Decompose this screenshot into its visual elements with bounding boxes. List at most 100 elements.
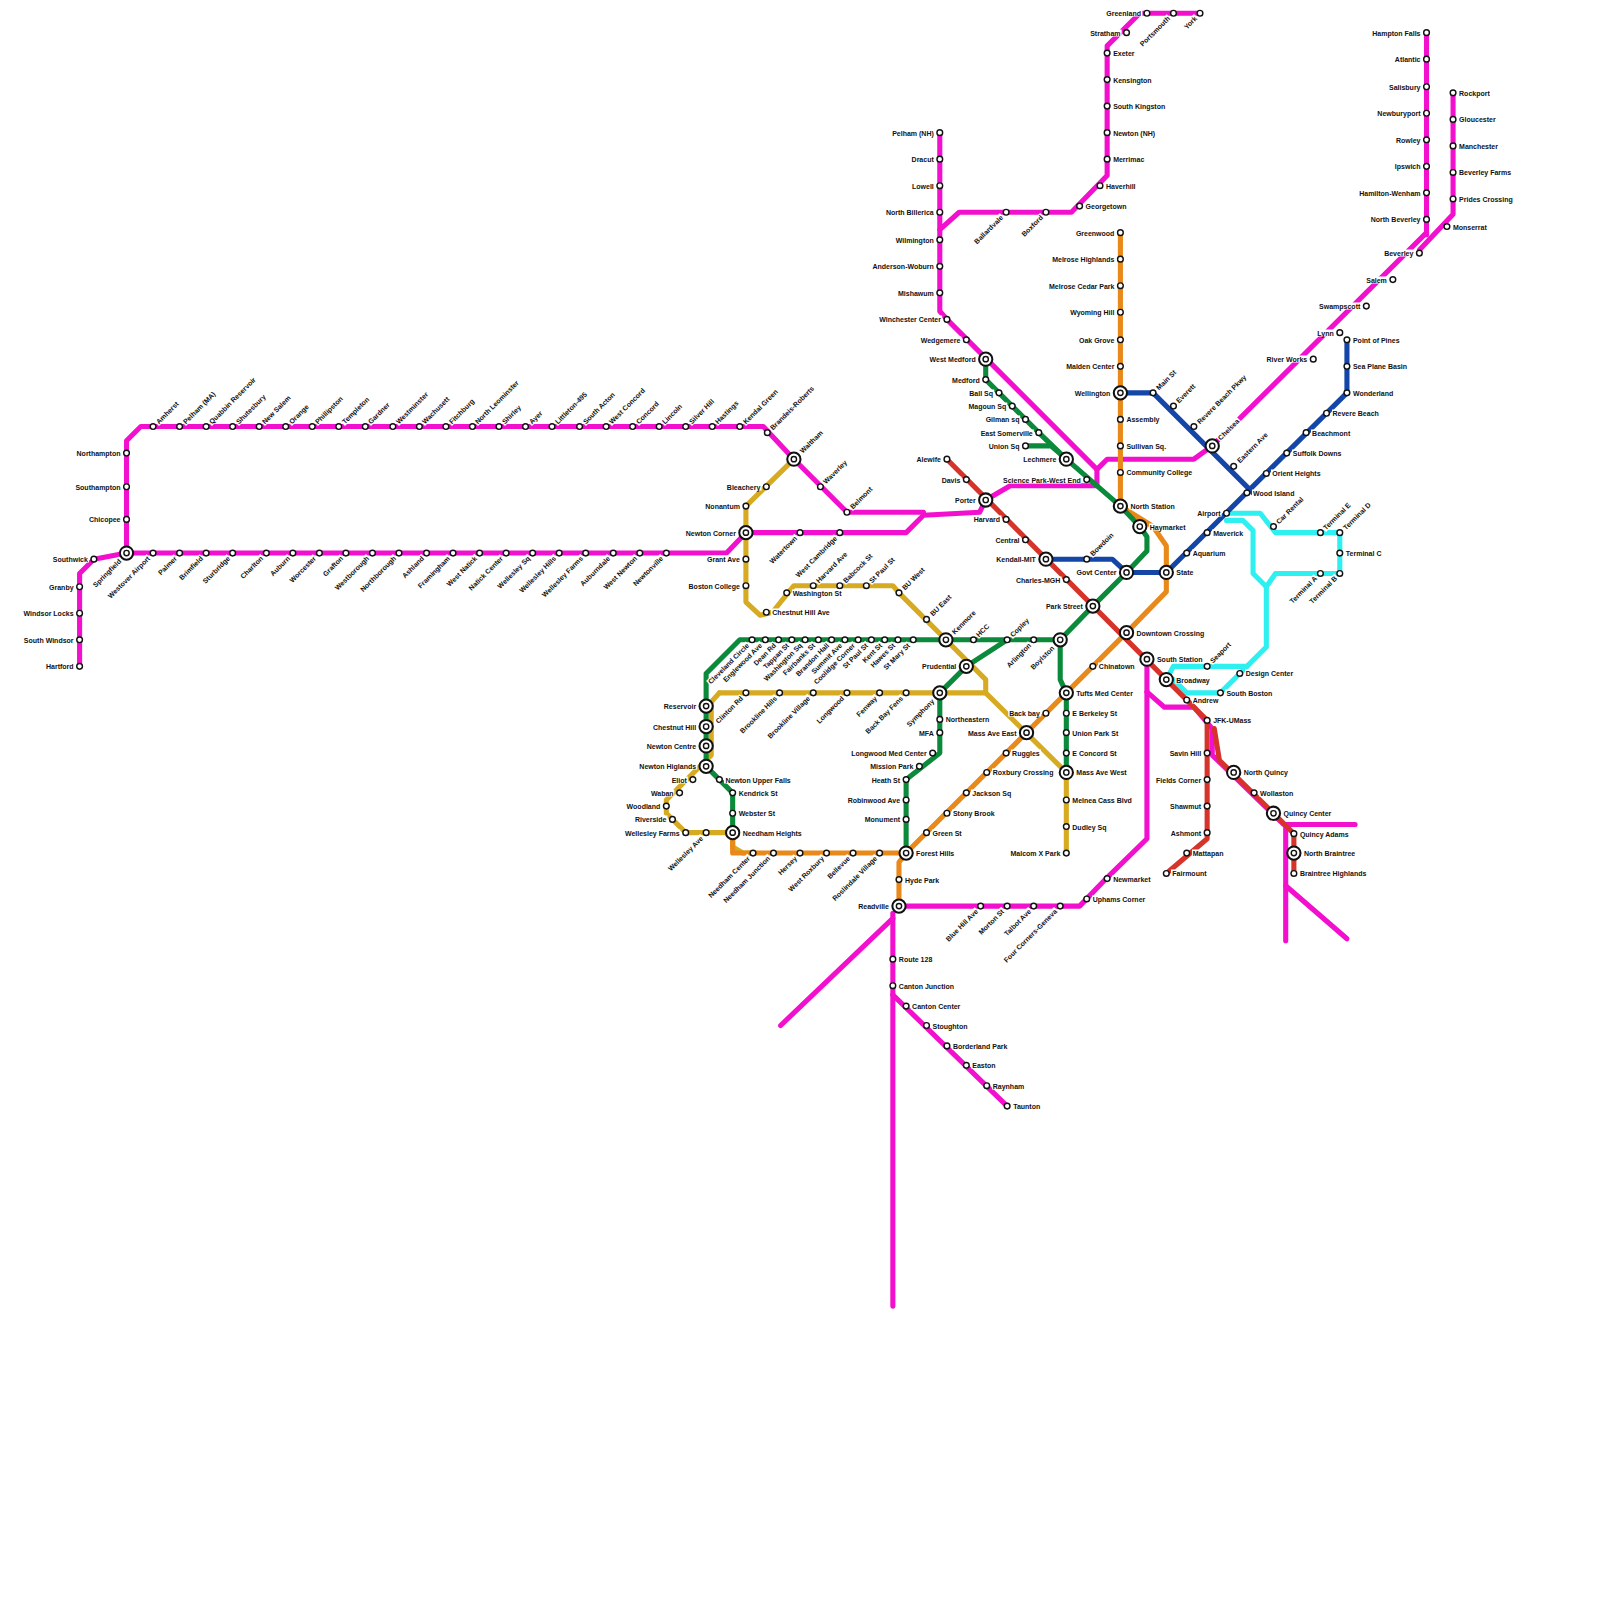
rail-line xyxy=(906,640,1007,853)
station-marker xyxy=(797,530,803,536)
station-marker xyxy=(1118,230,1124,236)
station-marker xyxy=(937,290,943,296)
station-label: Ruggles xyxy=(1011,750,1041,757)
station-marker xyxy=(556,550,562,556)
station-marker xyxy=(1084,477,1090,483)
station-label: Stratham xyxy=(1089,29,1121,36)
station-marker xyxy=(1197,10,1203,16)
station-label: Revere Beach xyxy=(1332,410,1380,417)
station-label: Raynham xyxy=(992,1082,1026,1089)
station-label: Chestnut Hill Ave xyxy=(771,609,830,616)
station-label: Charlton xyxy=(239,554,266,581)
station-label: Fairmount xyxy=(1171,870,1207,877)
station-marker xyxy=(903,797,909,803)
station-label: Boxford xyxy=(1020,213,1045,238)
hub-marker xyxy=(120,546,133,559)
station-label: Maverick xyxy=(1212,529,1244,536)
station-marker xyxy=(1424,84,1430,90)
station-label: Wellesley Farms xyxy=(624,829,681,836)
station-label: Ashmont xyxy=(1170,829,1202,836)
station-label: Suffolk Downs xyxy=(1292,450,1343,457)
station-label: Tufts Med Center xyxy=(1075,689,1134,696)
station-label: Lynn xyxy=(1316,329,1334,336)
hub-marker-inner xyxy=(937,690,942,695)
hub-marker xyxy=(892,899,905,912)
station-marker xyxy=(1450,90,1456,96)
station-label: Jackson Sq xyxy=(971,789,1012,796)
station-marker xyxy=(944,317,950,323)
station-marker xyxy=(1043,710,1049,716)
station-marker xyxy=(1204,718,1210,724)
station-marker xyxy=(890,983,896,989)
station-marker xyxy=(984,1083,990,1089)
station-marker xyxy=(937,717,943,723)
station-marker xyxy=(743,556,749,562)
station-label: Wedgemere xyxy=(920,336,962,343)
station-marker xyxy=(1450,143,1456,149)
station-label: Park Street xyxy=(1045,603,1084,610)
station-label: Quabbin Reservoir xyxy=(207,375,258,426)
station-marker xyxy=(810,583,816,589)
station-label: Boston College xyxy=(688,582,741,589)
station-label: Quincy Adams xyxy=(1299,830,1350,837)
hub-marker-inner xyxy=(1058,637,1063,642)
hub-marker-inner xyxy=(1231,770,1236,775)
station-marker xyxy=(797,850,803,856)
station-marker xyxy=(743,503,749,509)
station-label: Anderson-Woburn xyxy=(871,263,934,270)
hub-marker-inner xyxy=(1124,630,1129,635)
station-label: Assembly xyxy=(1125,416,1160,423)
station-label: Oak Grove xyxy=(1078,336,1115,343)
station-label: Easton xyxy=(971,1062,996,1069)
hub-marker-inner xyxy=(703,743,708,748)
station-label: Main St xyxy=(1154,368,1178,392)
station-marker xyxy=(549,424,555,430)
station-label: River Works xyxy=(1266,356,1309,363)
station-marker xyxy=(1163,871,1169,877)
station-label: Prides Crossing xyxy=(1458,195,1514,202)
station-label: Route 128 xyxy=(898,956,933,963)
station-label: Newburyport xyxy=(1376,110,1421,117)
station-marker xyxy=(1310,356,1316,362)
hub-marker xyxy=(699,760,712,773)
station-label: Terminal C xyxy=(1345,550,1383,557)
station-marker xyxy=(677,790,683,796)
hub-marker xyxy=(1160,673,1173,686)
station-label: Ayer xyxy=(527,408,544,425)
station-label: Wellesley Ave xyxy=(666,834,705,873)
hub-marker-inner xyxy=(1210,443,1215,448)
station-label: Greenland xyxy=(1105,10,1142,17)
station-marker xyxy=(77,584,83,590)
station-marker xyxy=(417,424,423,430)
station-label: Quincy Center xyxy=(1282,810,1332,817)
station-label: Taunton xyxy=(1012,1103,1041,1110)
station-marker xyxy=(1104,103,1110,109)
rail-line xyxy=(1046,340,1347,573)
station-label: Auburn xyxy=(268,554,292,578)
station-marker xyxy=(703,830,709,836)
station-marker xyxy=(963,790,969,796)
station-label: Four Corners-Geneva xyxy=(1002,907,1059,964)
station-label: E Concord St xyxy=(1071,750,1117,757)
station-marker xyxy=(978,903,984,909)
station-marker xyxy=(910,637,916,643)
station-marker xyxy=(1118,283,1124,289)
station-marker xyxy=(903,817,909,823)
station-label: Medford xyxy=(951,376,981,383)
hub-marker-inner xyxy=(1064,770,1069,775)
station-label: Grant Ave xyxy=(706,556,741,563)
station-marker xyxy=(1224,510,1230,516)
station-label: Chestnut Hill xyxy=(652,723,697,730)
station-marker xyxy=(877,850,883,856)
station-marker xyxy=(1450,170,1456,176)
station-marker xyxy=(1063,797,1069,803)
station-label: Melrose Cedar Park xyxy=(1048,282,1115,289)
hub-marker xyxy=(1267,807,1280,820)
station-marker xyxy=(1337,330,1343,336)
station-label: Hartford xyxy=(45,663,75,670)
station-marker xyxy=(1104,130,1110,136)
station-marker xyxy=(837,530,843,536)
station-label: Salem xyxy=(1365,276,1388,283)
station-label: MFA xyxy=(918,729,935,736)
station-label: Wilmington xyxy=(895,236,935,243)
